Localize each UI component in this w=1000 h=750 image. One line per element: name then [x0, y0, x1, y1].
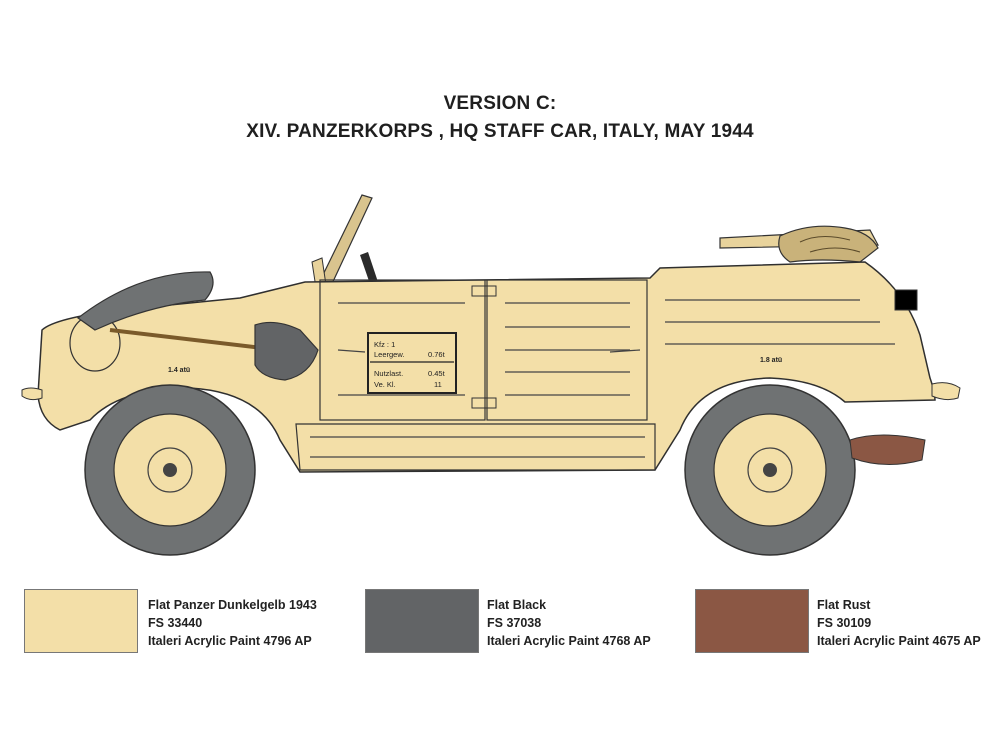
plate-kfz: Kfz : 1	[374, 340, 395, 349]
version-title: VERSION C:	[443, 93, 557, 114]
plate-vekl-value: 11	[434, 380, 442, 389]
folded-canvas-top	[719, 225, 879, 263]
front-wheel	[84, 384, 256, 556]
plate-vekl-label: Ve. Kl.	[374, 380, 396, 389]
paint-legend-dunkelgelb: Flat Panzer Dunkelgelb 1943 FS 33440 Ita…	[148, 596, 317, 650]
paint-name: Flat Rust	[817, 598, 871, 612]
plate-nutzlast-value: 0.45t	[428, 369, 446, 378]
paint-fs-code: FS 33440	[148, 616, 203, 630]
spare-tire	[76, 271, 214, 331]
plate-leergew-label: Leergew.	[374, 350, 404, 359]
rust-exhaust	[849, 434, 926, 466]
paint-legend-black: Flat Black FS 37038 Italeri Acrylic Pain…	[487, 596, 651, 650]
paint-name: Flat Panzer Dunkelgelb 1943	[148, 598, 317, 612]
paint-swatch-black	[365, 589, 479, 653]
vehicle-body	[21, 261, 961, 473]
rear-tire-pressure-label: 1.8 atü	[760, 357, 782, 364]
paint-name: Flat Black	[487, 598, 547, 612]
plate-leergew-value: 0.76t	[428, 350, 446, 359]
paint-fs-code: FS 30109	[817, 616, 872, 630]
weight-plate: Kfz : 1 Leergew. 0.76t Nutzlast. 0.45t V…	[367, 332, 457, 394]
paint-product: Italeri Acrylic Paint 4768 AP	[487, 634, 651, 648]
front-tire-pressure-label: 1.4 atü	[168, 367, 190, 374]
plate-nutzlast-label: Nutzlast.	[374, 369, 403, 378]
windshield	[311, 194, 378, 289]
paint-swatch-dunkelgelb	[24, 589, 138, 653]
paint-fs-code: FS 37038	[487, 616, 542, 630]
paint-legend-rust: Flat Rust FS 30109 Italeri Acrylic Paint…	[817, 596, 981, 650]
paint-swatch-rust	[695, 589, 809, 653]
paint-product: Italeri Acrylic Paint 4796 AP	[148, 634, 312, 648]
vehicle-side-view: Kfz : 1 Leergew. 0.76t Nutzlast. 0.45t V…	[21, 194, 961, 556]
paint-product: Italeri Acrylic Paint 4675 AP	[817, 634, 981, 648]
shovel-handle	[109, 328, 263, 350]
shovel-blade-icon	[254, 321, 319, 381]
version-subtitle: XIV. PANZERKORPS , HQ STAFF CAR, ITALY, …	[246, 121, 754, 142]
rear-wheel	[684, 384, 856, 556]
